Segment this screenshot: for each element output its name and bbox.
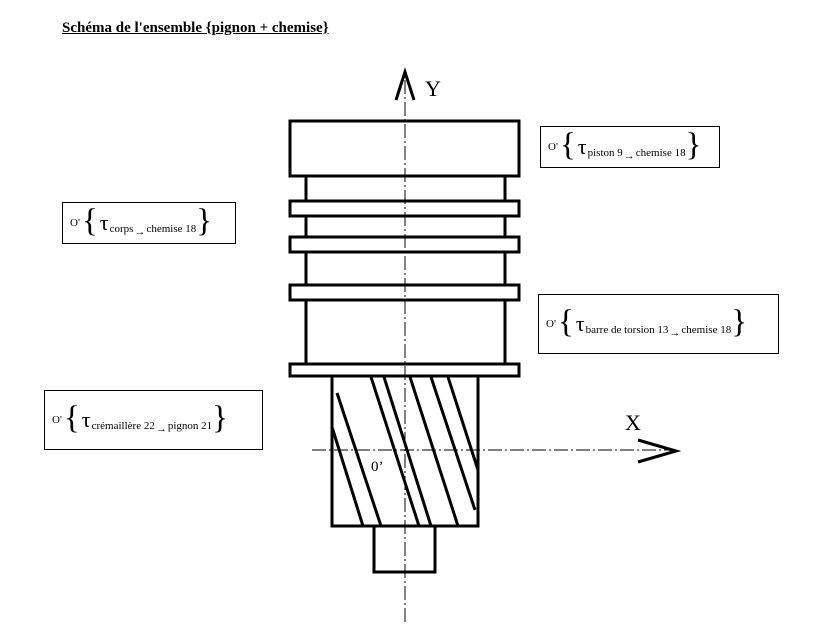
tau-symbol: τ — [81, 407, 91, 432]
torsor-barre-chemise: O' { τ barre de torsion 13 → chemise 18 … — [538, 294, 779, 354]
left-brace: { — [81, 202, 98, 239]
torsor-from: corps — [109, 223, 134, 235]
right-brace: } — [212, 399, 228, 436]
right-brace: } — [196, 202, 213, 239]
torsor-from: piston 9 — [587, 147, 623, 159]
x-axis-arrowhead — [637, 438, 682, 464]
torsor-point: O' — [52, 414, 62, 426]
page-title: Schéma de l'ensemble {pignon + chemise} — [62, 20, 329, 36]
torsor-corps-chemise: O' { τ corps → chemise 18 } — [62, 202, 236, 244]
arrow-right-icon: → — [623, 150, 635, 162]
origin-label: 0’ — [370, 459, 385, 475]
tau-symbol: τ — [577, 134, 587, 159]
arrow-right-icon: → — [134, 226, 146, 238]
arrow-right-icon: → — [669, 327, 681, 339]
pignon-helical-teeth — [330, 376, 480, 527]
torsor-from: crémaillère 22 — [91, 420, 155, 432]
x-axis-label: X — [625, 410, 641, 435]
left-brace: { — [63, 399, 80, 436]
left-brace: { — [557, 303, 574, 340]
torsor-to: chemise 18 — [635, 147, 686, 159]
torsor-piston-chemise: O' { τ piston 9 → chemise 18 } — [540, 126, 720, 168]
left-brace: { — [559, 126, 576, 163]
torsor-cremaillere-pignon: O' { τ crémaillère 22 → pignon 21 } — [44, 390, 263, 450]
tau-symbol: τ — [99, 210, 109, 235]
tau-symbol: τ — [575, 311, 585, 336]
torsor-point: O' — [70, 217, 80, 229]
torsor-to: chemise 18 — [681, 324, 732, 336]
torsor-point: O' — [546, 318, 556, 330]
arrow-right-icon: → — [155, 423, 167, 435]
right-brace: } — [685, 126, 702, 163]
torsor-point: O' — [548, 141, 558, 153]
y-axis-arrowhead — [394, 67, 416, 101]
torsor-from: barre de torsion 13 — [585, 324, 669, 336]
y-axis-label: Y — [425, 76, 441, 101]
torsor-to: chemise 18 — [146, 223, 197, 235]
right-brace: } — [731, 303, 748, 340]
torsor-to: pignon 21 — [167, 420, 213, 432]
